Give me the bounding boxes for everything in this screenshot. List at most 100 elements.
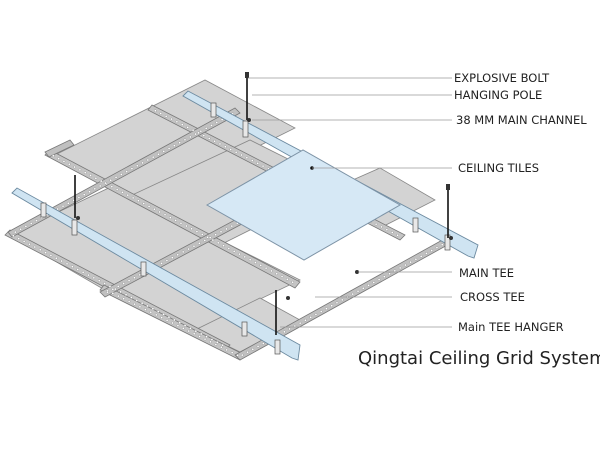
perforation-dot <box>160 316 163 319</box>
perforation-dot <box>440 243 444 247</box>
perforation-dot <box>286 278 289 281</box>
perforation-dot <box>380 225 383 229</box>
perforation-dot <box>194 329 198 333</box>
perforation-dot <box>225 227 228 231</box>
main-tee-hanger <box>71 219 78 236</box>
perforation-dot <box>62 160 66 163</box>
perforation-dot <box>109 178 113 182</box>
perforation-dot <box>186 126 189 129</box>
perforation-dot <box>298 321 302 325</box>
perforation-dot <box>108 284 112 288</box>
perforation-dot <box>14 230 17 234</box>
perforation-dot <box>390 231 394 234</box>
perforation-dot <box>213 139 216 143</box>
perforation-dot <box>141 161 144 165</box>
perforation-dot <box>435 246 439 249</box>
perforation-dot <box>165 259 169 262</box>
perforation-dot <box>262 342 265 345</box>
perforation-dot <box>29 222 33 225</box>
perforation-dot <box>33 245 37 249</box>
perforation-dot <box>125 170 128 173</box>
perforation-dot <box>138 305 142 309</box>
perforation-dot <box>425 252 428 255</box>
perforation-dot <box>250 159 254 162</box>
perforation-dot <box>151 155 155 159</box>
perforation-dot <box>245 156 249 160</box>
perforation-dot <box>188 135 192 139</box>
perforation-dot <box>158 210 162 214</box>
label-cross-tee: CROSS TEE <box>460 290 525 304</box>
perforation-dot <box>28 242 31 246</box>
perforation-dot <box>130 296 133 299</box>
perforation-dot <box>181 250 185 254</box>
perforation-dot <box>99 179 103 183</box>
bolt-nut <box>247 118 251 122</box>
perforation-dot <box>340 298 344 302</box>
perforation-dot <box>173 144 176 147</box>
perforation-dot <box>52 154 55 158</box>
bolt-nut <box>449 236 453 240</box>
perforation-dot <box>202 134 206 137</box>
perforation-dot <box>388 272 391 276</box>
perforation-dot <box>214 343 218 346</box>
explosive-bolt <box>446 184 450 190</box>
label-main-channel: 38 MM MAIN CHANNEL <box>456 113 587 127</box>
perforation-dot <box>200 233 204 236</box>
perforation-dot <box>254 261 257 264</box>
perforation-dot <box>283 330 286 334</box>
perforation-dot <box>203 337 207 341</box>
perforation-dot <box>219 230 223 234</box>
perforation-dot <box>122 297 125 301</box>
perforation-dot <box>146 158 150 162</box>
perforation-dot <box>137 199 140 203</box>
perforation-dot <box>197 131 200 135</box>
perforation-dot <box>57 157 60 160</box>
perforation-dot <box>61 204 65 208</box>
perforation-dot <box>121 191 124 194</box>
main-tee-hanger <box>140 261 147 277</box>
perforation-dot <box>270 269 273 273</box>
perforation-dot <box>60 259 63 263</box>
perforation-dot <box>367 284 370 287</box>
perforation-dot <box>78 168 82 172</box>
main-tee-hanger <box>241 321 248 337</box>
perforation-dot <box>280 275 284 278</box>
perforation-dot <box>182 327 185 330</box>
bolt-nut <box>355 270 359 274</box>
perforation-dot <box>138 273 142 277</box>
perforation-dot <box>179 221 183 225</box>
perforation-dot <box>98 184 102 188</box>
perforation-dot <box>106 290 109 294</box>
perforation-dot <box>190 227 193 231</box>
bolt-nut <box>286 296 290 300</box>
perforation-dot <box>183 324 187 327</box>
label-hanging-pole: HANGING POLE <box>454 88 543 102</box>
perforation-dot <box>38 248 42 252</box>
perforation-dot <box>126 193 130 197</box>
perforation-dot <box>122 282 125 285</box>
perforation-dot <box>111 287 115 291</box>
perforation-dot <box>319 310 323 313</box>
perforation-dot <box>192 244 196 248</box>
perforation-dot <box>135 164 139 168</box>
explosive-bolt <box>245 72 249 78</box>
perforation-dot <box>76 268 80 271</box>
perforation-dot <box>183 138 187 142</box>
perforation-dot <box>234 150 238 154</box>
perforation-dot <box>414 257 418 261</box>
bolt-nut <box>76 216 80 220</box>
perforation-dot <box>119 290 122 294</box>
leader-lines <box>248 77 452 328</box>
perforation-dot <box>176 324 180 327</box>
perforation-dot <box>174 219 177 222</box>
perforation-dot <box>372 281 376 284</box>
perforation-dot <box>240 353 244 357</box>
perforation-dot <box>218 142 222 146</box>
perforation-dot <box>142 202 146 205</box>
perforation-dot <box>178 321 182 325</box>
perforation-dot <box>17 237 21 240</box>
perforation-dot <box>163 213 167 217</box>
diagram-title: Qingtai Ceiling Grid System <box>358 348 600 369</box>
perforation-dot <box>351 292 355 296</box>
perforation-dot <box>67 162 71 166</box>
